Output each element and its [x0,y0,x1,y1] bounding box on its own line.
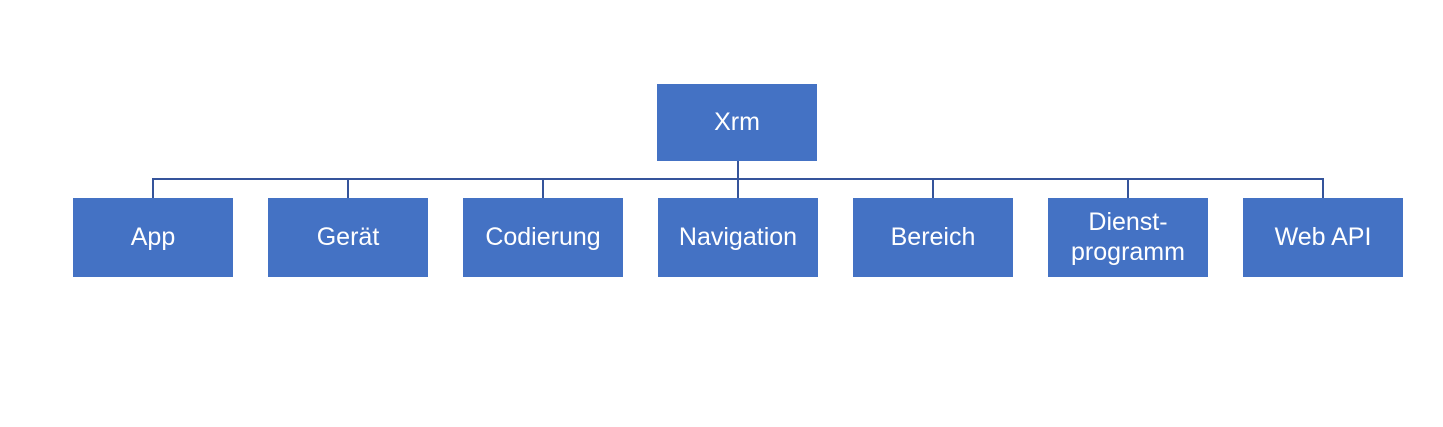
connector-stub-app [152,178,154,199]
node-webapi: Web API [1243,198,1403,277]
node-codierung: Codierung [463,198,623,277]
node-navigation: Navigation [658,198,818,277]
connector-stub-webapi [1322,178,1324,199]
connector-root-vertical [737,161,739,198]
node-bereich: Bereich [853,198,1013,277]
node-dienstprogramm: Dienst- programm [1048,198,1208,277]
connector-stub-geraet [347,178,349,199]
node-xrm: Xrm [657,84,817,161]
connector-stub-codierung [542,178,544,199]
connector-stub-bereich [932,178,934,199]
connector-stub-dienstprogramm [1127,178,1129,199]
node-app: App [73,198,233,277]
node-geraet: Gerät [268,198,428,277]
